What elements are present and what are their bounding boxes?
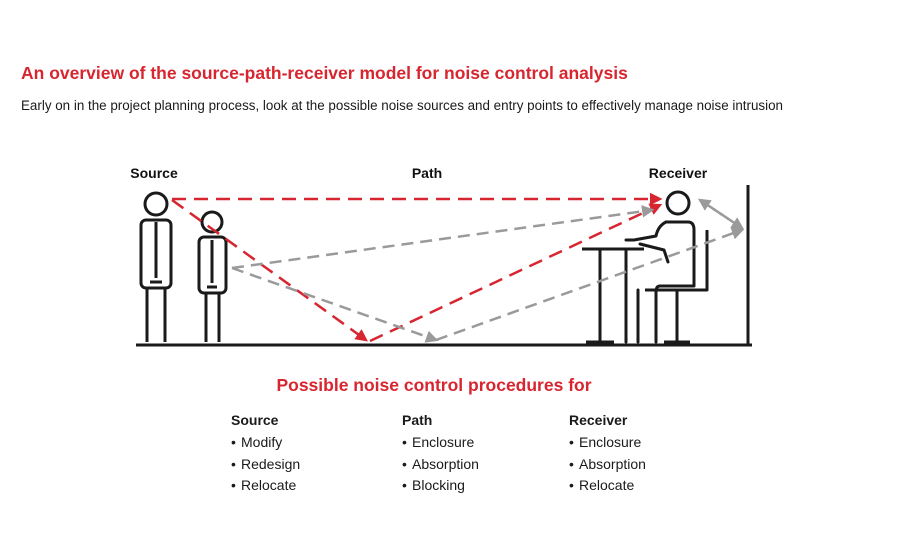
source-label: Source — [130, 165, 178, 181]
procedure-item: •Relocate — [231, 477, 297, 493]
procedures-column-path: Path •Enclosure •Absorption •Blocking — [402, 411, 479, 497]
procedure-item: •Modify — [231, 434, 283, 450]
procedure-item: •Enclosure — [402, 434, 475, 450]
procedure-item: •Enclosure — [569, 434, 642, 450]
desk-icon — [582, 247, 644, 344]
page-subtitle: Early on in the project planning process… — [21, 98, 783, 113]
procedures-column-source: Source •Modify •Redesign •Relocate — [231, 411, 300, 497]
procedures-heading: Source — [231, 412, 279, 428]
standing-person-icon — [197, 210, 228, 342]
procedure-item: •Absorption — [569, 455, 646, 472]
reflected-path-arrow — [231, 266, 439, 343]
path-label: Path — [412, 165, 442, 181]
source-path-receiver-diagram: Source Path Receiver — [130, 165, 752, 347]
procedure-item: •Relocate — [569, 477, 635, 493]
procedures-heading: Receiver — [569, 412, 628, 428]
procedure-item: •Blocking — [402, 477, 465, 493]
procedures-column-receiver: Receiver •Enclosure •Absorption •Relocat… — [569, 411, 646, 497]
direct-path-arrow — [369, 203, 663, 343]
chair-icon — [645, 230, 709, 344]
seated-person-icon — [624, 190, 696, 344]
reflected-path-arrow — [435, 227, 745, 342]
procedure-item: •Absorption — [402, 455, 479, 472]
reflected-path-arrow — [231, 205, 655, 270]
receiver-label: Receiver — [649, 165, 708, 181]
procedure-item: •Redesign — [231, 455, 301, 472]
standing-person-icon — [139, 191, 173, 342]
procedures-heading: Path — [402, 412, 433, 428]
procedures-title: Possible noise control procedures for — [276, 375, 592, 395]
reflected-path-arrow — [699, 198, 745, 230]
direct-path-arrow — [171, 198, 369, 342]
page-title: An overview of the source-path-receiver … — [21, 63, 628, 83]
